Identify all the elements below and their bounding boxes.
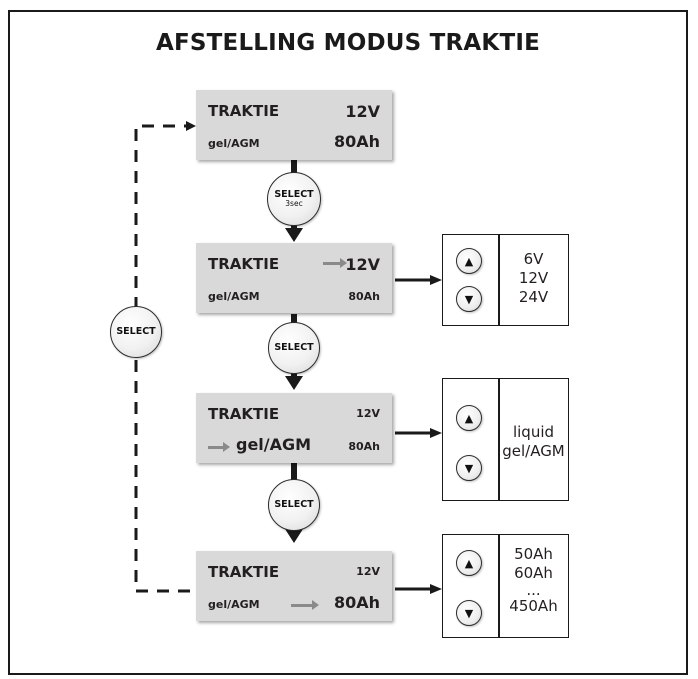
up-arrow-icon[interactable]: ▲ (456, 550, 482, 576)
select-button-type[interactable]: SELECT (268, 479, 320, 531)
battery-type-value: gel/AGM (236, 435, 312, 454)
mode-label: TRAKTIE (208, 405, 280, 423)
option-450ah: 450Ah (509, 597, 558, 615)
up-arrow-icon[interactable]: ▲ (456, 248, 482, 274)
option-12v: 12V (518, 269, 549, 287)
display-screen-1: TRAKTIE 12V gel/AGM 80Ah (196, 90, 392, 160)
down-arrow-icon[interactable]: ▼ (456, 600, 482, 626)
down-arrow-icon[interactable]: ▼ (456, 455, 482, 481)
battery-type-options-list: liquid gel/AGM (499, 423, 568, 461)
right-arrow-icon (208, 442, 230, 452)
arrowhead-to-screen-3 (285, 376, 303, 390)
voltage-options-list: 6V 12V 24V (499, 250, 568, 307)
capacity-options-list: 50Ah 60Ah ... 450Ah (499, 545, 568, 616)
diagram-title: AFSTELLING MODUS TRAKTIE (155, 30, 541, 56)
down-arrow-icon[interactable]: ▼ (456, 286, 482, 312)
select-3sec-button[interactable]: SELECT 3sec (267, 172, 321, 226)
battery-type-value: gel/AGM (208, 290, 260, 303)
hold-duration-label: 3sec (285, 199, 303, 208)
voltage-value: 12V (345, 102, 380, 121)
option-50ah: 50Ah (514, 545, 553, 563)
capacity-value: 80Ah (348, 290, 380, 303)
up-arrow-icon[interactable]: ▲ (456, 405, 482, 431)
option-ellipsis: ... (526, 581, 541, 599)
option-gel-agm: gel/AGM (502, 442, 565, 460)
loop-arrowhead (186, 121, 196, 131)
select-label: SELECT (274, 342, 314, 353)
option-24v: 24V (518, 288, 549, 306)
battery-type-options-box: ▲ ▼ liquid gel/AGM (442, 378, 569, 501)
battery-type-value: gel/AGM (208, 137, 260, 150)
capacity-value: 80Ah (333, 132, 380, 151)
display-screen-3: TRAKTIE 12V gel/AGM 80Ah (196, 393, 392, 463)
select-button-voltage[interactable]: SELECT (268, 322, 320, 374)
capacity-options-box: ▲ ▼ 50Ah 60Ah ... 450Ah (442, 534, 569, 638)
capacity-value: 80Ah (333, 593, 380, 612)
select-label: SELECT (274, 499, 314, 510)
option-6v: 6V (523, 250, 544, 268)
mode-label: TRAKTIE (208, 563, 280, 581)
arrowhead-to-screen-2 (285, 228, 303, 242)
display-screen-4: TRAKTIE 12V gel/AGM 80Ah (196, 551, 392, 621)
option-liquid: liquid (512, 423, 555, 441)
voltage-options-box: ▲ ▼ 6V 12V 24V (442, 234, 569, 326)
voltage-value: 12V (356, 565, 380, 578)
battery-type-value: gel/AGM (208, 598, 260, 611)
select-label: SELECT (116, 326, 156, 337)
voltage-value: 12V (356, 407, 380, 420)
right-arrow-icon (291, 600, 319, 610)
mode-label: TRAKTIE (208, 255, 280, 273)
select-return-loop (134, 124, 190, 593)
arrowhead-to-screen-4 (285, 529, 303, 543)
option-60ah: 60Ah (514, 564, 553, 582)
diagram-frame (8, 10, 688, 675)
select-button-loop[interactable]: SELECT (110, 306, 162, 358)
voltage-value: 12V (345, 255, 380, 274)
mode-label: TRAKTIE (208, 102, 280, 120)
select-label: SELECT (274, 189, 314, 200)
right-arrow-icon (323, 258, 347, 268)
capacity-value: 80Ah (348, 440, 380, 453)
display-screen-2: TRAKTIE 12V gel/AGM 80Ah (196, 243, 392, 313)
